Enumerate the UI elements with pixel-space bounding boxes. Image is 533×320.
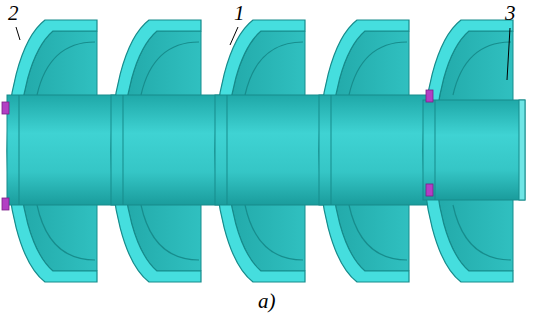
callout-number: 3 [505,3,516,24]
cavity-cell [7,20,123,282]
cavity-cell [215,20,331,282]
coupler-pin [426,184,433,196]
subfigure-caption: a) [258,291,276,312]
leader-line [230,27,238,45]
callout-number: 1 [234,3,245,24]
leader-line [16,27,20,40]
callout-number: 2 [8,3,19,24]
cavity-cell [111,20,227,282]
leader-line [507,28,510,80]
coupler-pin [2,102,9,114]
cavity-cell [319,20,435,282]
coupler-pin [2,198,9,210]
coupler-pin [426,90,433,102]
cavity-cell [423,20,525,282]
